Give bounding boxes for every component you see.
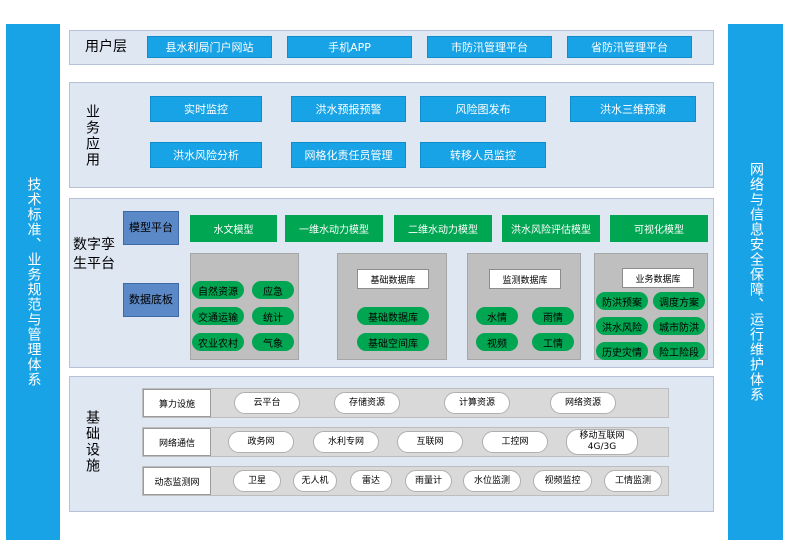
user-item: 手机APP bbox=[287, 36, 412, 58]
infra-item: 互联网 bbox=[397, 431, 463, 453]
monitor-db-title: 监测数据库 bbox=[489, 269, 561, 289]
business-item: 网格化责任员管理 bbox=[291, 142, 406, 168]
resource-item: 交通运输 bbox=[192, 307, 244, 325]
infra-item: 水位监测 bbox=[463, 470, 521, 492]
business-item: 洪水三维预演 bbox=[570, 96, 696, 122]
infra-row-label: 网络通信 bbox=[143, 428, 211, 456]
resource-item: 农业农村 bbox=[192, 333, 244, 351]
model-item: 洪水风险评估模型 bbox=[502, 215, 600, 242]
business-item: 风险图发布 bbox=[420, 96, 546, 122]
model-item: 二维水动力模型 bbox=[394, 215, 492, 242]
model-item: 水文模型 bbox=[190, 215, 277, 242]
infra-item: 水利专网 bbox=[313, 431, 379, 453]
user-item: 县水利局门户网站 bbox=[147, 36, 272, 58]
infra-item: 视频监控 bbox=[533, 470, 592, 492]
user-item: 市防汛管理平台 bbox=[427, 36, 552, 58]
right-security-bar: 网络与信息安全保障、运行维护体系 bbox=[728, 24, 783, 540]
user-item: 省防汛管理平台 bbox=[567, 36, 692, 58]
left-standards-text: 技术标准、业务规范与管理体系 bbox=[25, 177, 42, 387]
business-db-item: 防洪预案 bbox=[596, 292, 648, 310]
business-item: 实时监控 bbox=[150, 96, 262, 122]
infra-item: 移动互联网 4G/3G bbox=[566, 429, 638, 455]
resource-item: 应急 bbox=[252, 281, 294, 299]
user-layer-label: 用户层 bbox=[85, 39, 127, 55]
business-db-title: 业务数据库 bbox=[622, 268, 694, 288]
infra-item: 网络资源 bbox=[550, 392, 616, 414]
infra-item: 雷达 bbox=[350, 470, 392, 492]
infra-item: 卫星 bbox=[233, 470, 281, 492]
infra-row-label: 动态监测网 bbox=[143, 467, 211, 495]
resource-item: 气象 bbox=[252, 333, 294, 351]
resource-item: 自然资源 bbox=[192, 281, 244, 299]
monitor-db-item: 水情 bbox=[476, 307, 518, 325]
model-item: 可视化模型 bbox=[610, 215, 708, 242]
basic-db-item: 基础数据库 bbox=[357, 307, 429, 325]
business-layer-label: 业务应用 bbox=[84, 104, 100, 168]
infra-item: 无人机 bbox=[293, 470, 337, 492]
left-standards-bar: 技术标准、业务规范与管理体系 bbox=[6, 24, 60, 540]
infra-item: 政务网 bbox=[228, 431, 294, 453]
business-db-item: 洪水风险 bbox=[596, 317, 648, 335]
business-item: 转移人员监控 bbox=[420, 142, 546, 168]
business-db-item: 险工险段 bbox=[653, 342, 705, 360]
infra-item: 雨量计 bbox=[405, 470, 452, 492]
business-item: 洪水预报预警 bbox=[291, 96, 406, 122]
business-item: 洪水风险分析 bbox=[150, 142, 262, 168]
business-db-item: 历史灾情 bbox=[596, 342, 648, 360]
monitor-db-item: 雨情 bbox=[532, 307, 574, 325]
business-db-item: 城市防洪 bbox=[653, 317, 705, 335]
model-platform-label: 模型平台 bbox=[123, 211, 179, 245]
infra-item: 计算资源 bbox=[444, 392, 510, 414]
infra-item: 云平台 bbox=[234, 392, 300, 414]
resource-item: 统计 bbox=[252, 307, 294, 325]
basic-db-title: 基础数据库 bbox=[357, 269, 429, 289]
monitor-db-item: 视频 bbox=[476, 333, 518, 351]
basic-db-item: 基础空间库 bbox=[357, 333, 429, 351]
infra-row-label: 算力设施 bbox=[143, 389, 211, 417]
business-db-item: 调度方案 bbox=[653, 292, 705, 310]
twin-layer-label: 数字孪生平台 bbox=[73, 237, 115, 272]
infra-layer-label: 基础设施 bbox=[84, 410, 100, 474]
right-security-text: 网络与信息安全保障、运行维护体系 bbox=[748, 162, 764, 402]
infra-item: 存储资源 bbox=[334, 392, 400, 414]
infra-item: 工控网 bbox=[482, 431, 548, 453]
data-base-label: 数据底板 bbox=[123, 283, 179, 317]
infra-item: 工情监测 bbox=[604, 470, 662, 492]
monitor-db-item: 工情 bbox=[532, 333, 574, 351]
model-item: 一维水动力模型 bbox=[285, 215, 383, 242]
